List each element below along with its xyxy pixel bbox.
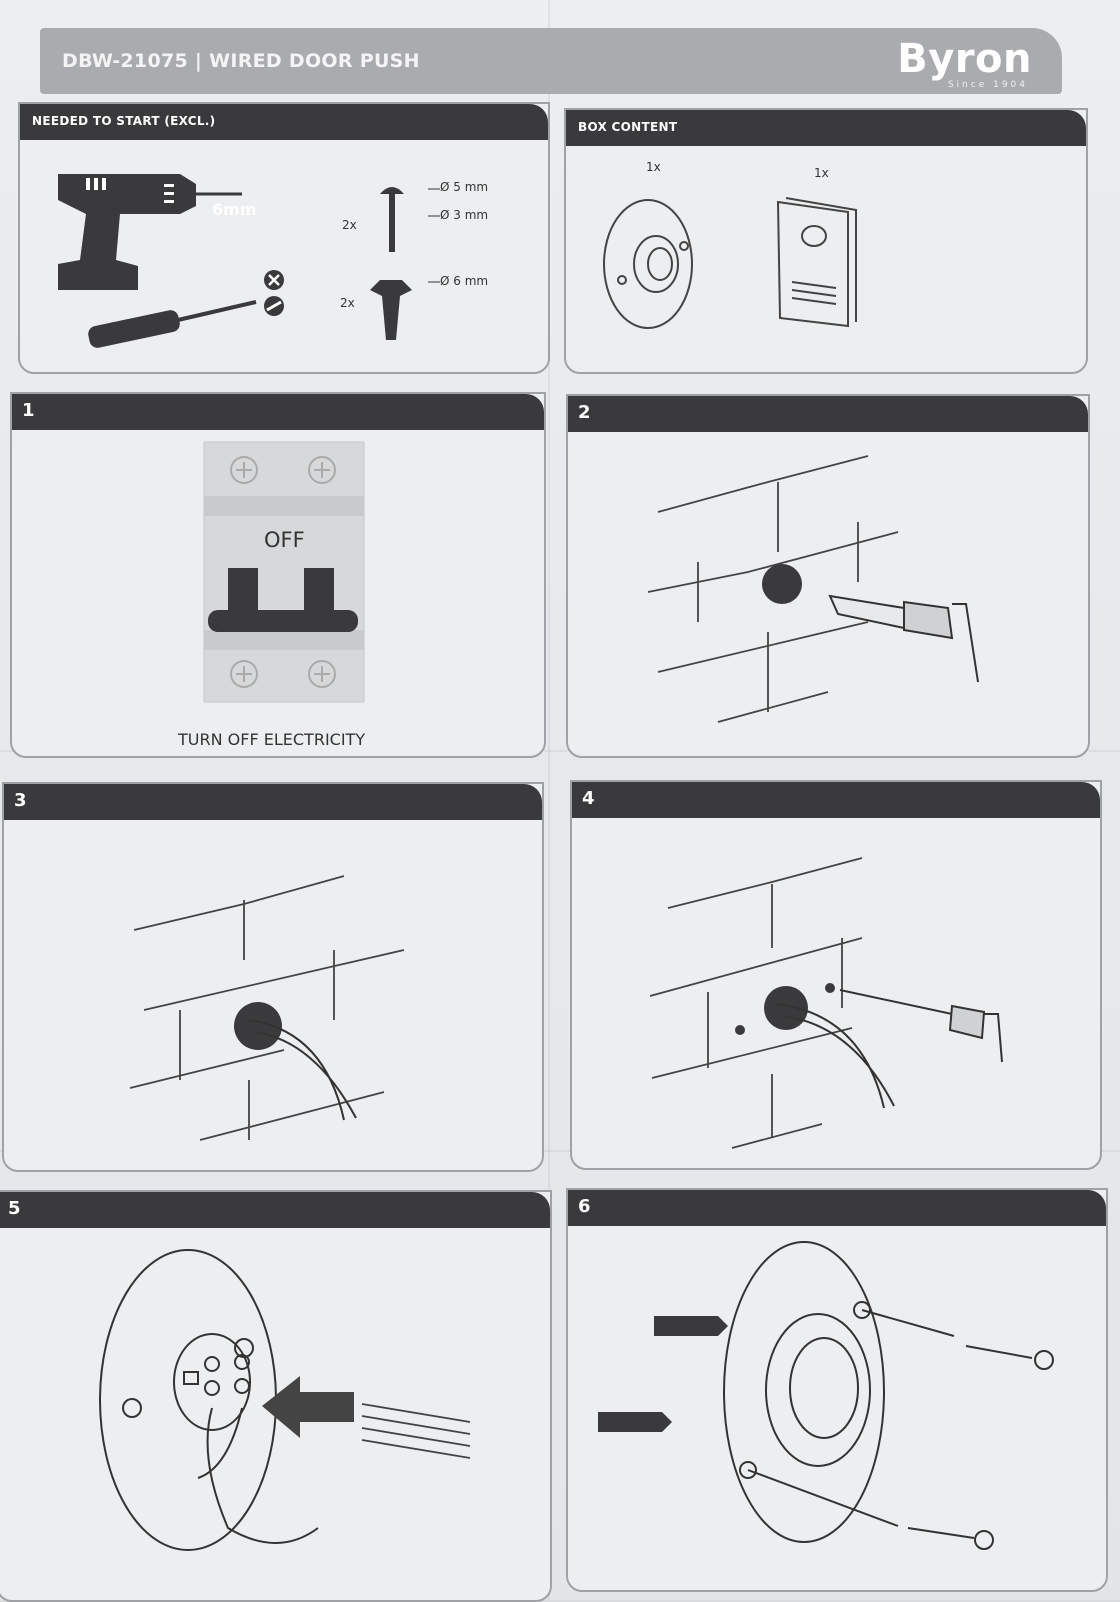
fold-line <box>0 750 1120 752</box>
step-5-number: 5 <box>8 1198 21 1219</box>
brand-logo: Byron <box>897 36 1032 82</box>
screw-shank-size: Ø 3 mm <box>440 208 489 222</box>
push-qty: 1x <box>646 160 661 174</box>
step-1-caption: TURN OFF ELECTRICITY <box>178 730 366 749</box>
door-push-base <box>723 1241 885 1543</box>
box-content-panel: BOX CONTENT 1x 1x <box>564 108 1088 374</box>
manual-qty: 1x <box>814 166 829 180</box>
drill-size-label: 6mm <box>212 200 257 219</box>
wire-hole <box>234 1002 282 1050</box>
step-3-number: 3 <box>14 790 27 811</box>
switch-off-label: OFF <box>264 528 305 552</box>
step-3-panel: 3 <box>2 782 544 1172</box>
drill-screw-holes-illustration <box>649 857 1003 1149</box>
screw-qty: 2x <box>342 218 357 232</box>
needed-heading: NEEDED TO START (EXCL.) <box>32 114 216 128</box>
step-5-panel: 5 <box>0 1190 552 1602</box>
drilled-hole <box>762 564 802 604</box>
drill-bit-icon <box>839 989 1003 1063</box>
arrow-icon <box>262 1376 354 1438</box>
step-1-bar: 1 <box>12 394 544 430</box>
brand-tagline: Since 1904 <box>947 80 1028 90</box>
plug-qty: 2x <box>340 296 355 310</box>
step-6-panel: 6 <box>566 1188 1108 1592</box>
step-2-bar: 2 <box>568 396 1088 432</box>
drill-icon <box>58 174 242 290</box>
wires-icon <box>775 1003 895 1109</box>
plug-size: Ø 6 mm <box>440 274 489 288</box>
fold-line <box>0 1150 1120 1152</box>
wires-icon <box>247 1019 357 1121</box>
connect-wires-illustration <box>99 1249 471 1551</box>
wall-plug-icon <box>370 280 440 340</box>
tools-illustration <box>58 174 440 348</box>
box-content-illustration <box>603 197 857 329</box>
box-heading: BOX CONTENT <box>578 120 678 134</box>
needed-header-bar: NEEDED TO START (EXCL.) <box>20 104 548 140</box>
step-2-number: 2 <box>578 402 591 423</box>
fold-line <box>548 0 550 1600</box>
screw-hole <box>735 1025 745 1035</box>
step-6-bar: 6 <box>568 1190 1106 1226</box>
wire-ends <box>361 1403 471 1459</box>
drill-bit-icon <box>828 594 979 683</box>
step-2-panel: 2 <box>566 394 1090 758</box>
wires-through-wall-illustration <box>129 875 405 1141</box>
screwdriver-icon <box>88 270 284 348</box>
step-6-number: 6 <box>578 1196 591 1217</box>
step-4-bar: 4 <box>572 782 1100 818</box>
product-title: DBW-21075 | WIRED DOOR PUSH <box>62 50 420 72</box>
step-5-bar: 5 <box>0 1192 550 1228</box>
screw-head-size: Ø 5 mm <box>440 180 489 194</box>
page-header: DBW-21075 | WIRED DOOR PUSH Byron Since … <box>40 28 1062 94</box>
screw-icon <box>380 187 440 252</box>
drilling-wall-illustration <box>647 455 979 723</box>
screw-icon <box>907 1345 1054 1550</box>
step-4-number: 4 <box>582 788 595 809</box>
step-1-number: 1 <box>22 400 35 421</box>
step-1-panel: 1 OFF TURN OFF ELECTRICITY <box>10 392 546 758</box>
breaker-switch-icon <box>208 568 358 632</box>
needed-panel: NEEDED TO START (EXCL.) 6mm 2x Ø 5 mm Ø … <box>18 102 550 374</box>
screw-hole <box>825 983 835 993</box>
box-header-bar: BOX CONTENT <box>566 110 1086 146</box>
wall-plug-icon <box>598 1316 728 1432</box>
door-push-icon <box>603 199 693 329</box>
mount-door-push-illustration <box>598 1241 1054 1550</box>
step-3-bar: 3 <box>4 784 542 820</box>
manual-icon <box>776 197 857 328</box>
breaker-illustration <box>203 441 365 703</box>
wire-hole <box>764 986 808 1030</box>
step-4-panel: 4 <box>570 780 1102 1170</box>
